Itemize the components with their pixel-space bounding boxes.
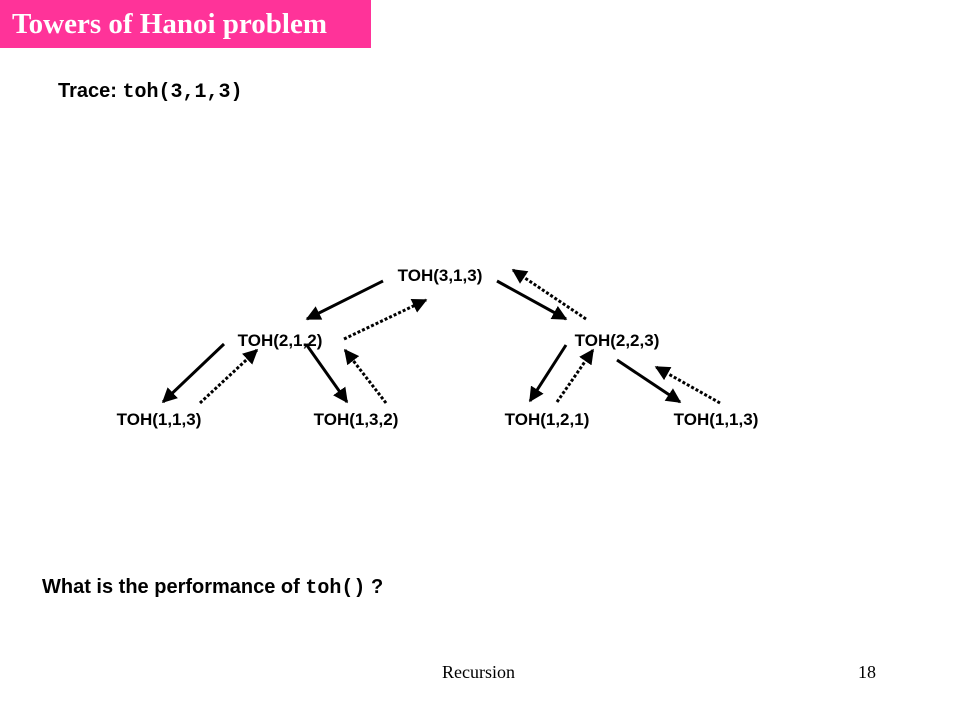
call-arrow-n1-n3 [496,279,568,321]
return-arrow-n2-n1 [343,298,428,341]
call-arrow-n3-n7 [616,358,682,404]
node-toh-1-3-2: TOH(1,3,2) [314,410,399,429]
node-toh-2-1-2: TOH(2,1,2) [238,331,323,350]
return-arrow-n5-n2 [343,348,388,404]
return-arrow-n4-n2 [198,348,259,405]
trace-code: toh(3,1,3) [122,81,243,104]
performance-question: What is the performance of toh() ? [42,576,383,600]
trace-label: Trace: [58,80,117,102]
node-toh-2-2-3: TOH(2,2,3) [575,331,660,350]
question-suffix: ? [370,576,384,598]
node-toh-1-1-3-right: TOH(1,1,3) [674,410,759,429]
page-number: 18 [858,662,876,682]
question-prefix: What is the performance of [42,576,300,598]
call-arrow-n1-n2 [305,279,384,321]
question-code: toh() [305,577,366,600]
node-toh-1-2-1: TOH(1,2,1) [505,410,590,429]
return-arrow-n7-n3 [654,365,721,405]
call-arrow-n2-n5 [304,343,349,404]
call-arrow-n2-n4 [161,342,226,404]
return-arrow-n6-n3 [555,348,595,403]
call-arrow-n3-n6 [528,344,568,403]
node-toh-1-1-3-left: TOH(1,1,3) [117,410,202,429]
slide-title: Towers of Hanoi problem [0,0,371,48]
footer-topic: Recursion [442,662,515,682]
node-toh-3-1-3: TOH(3,1,3) [398,266,483,285]
trace-line: Trace: toh(3,1,3) [58,80,243,104]
